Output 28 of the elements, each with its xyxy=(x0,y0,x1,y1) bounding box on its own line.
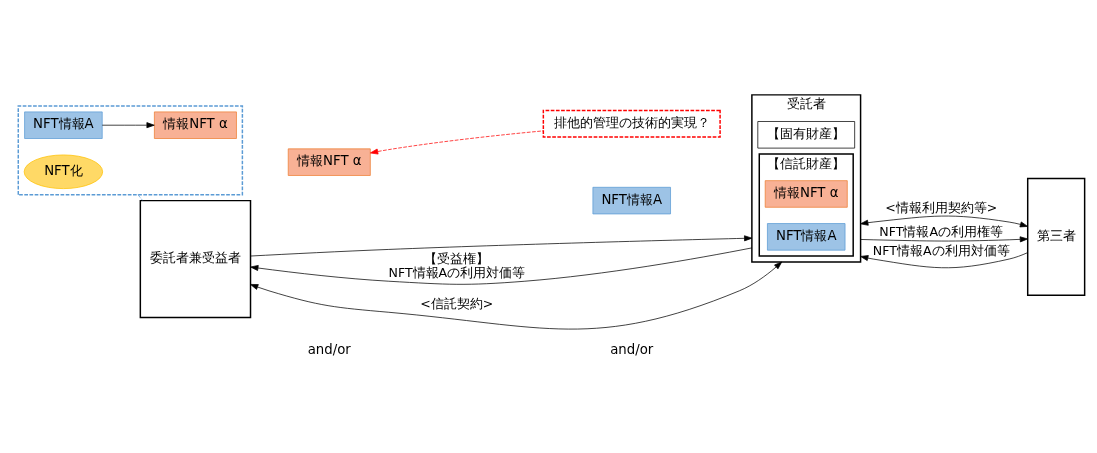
label: and/or xyxy=(307,341,351,357)
arrow xyxy=(250,261,783,330)
node-box: 排他的管理の技術的実現？ xyxy=(542,109,721,138)
arrow xyxy=(860,252,1028,269)
arrow xyxy=(860,236,1028,243)
arrow xyxy=(860,215,1029,228)
node-box: 情報NFT α xyxy=(287,148,371,176)
cluster xyxy=(17,105,244,196)
arrow xyxy=(250,247,753,285)
node-box: 情報NFT α xyxy=(764,180,848,208)
node-box: 【固有財産】 xyxy=(757,121,856,149)
edge-label: <情報利用契約等> xyxy=(885,200,998,216)
node-box: NFT情報A xyxy=(592,186,671,215)
node-box: 第三者 xyxy=(1026,177,1086,296)
node-ellipse: NFT化 xyxy=(23,154,104,189)
node-box: 委託者兼受益者 xyxy=(139,199,252,319)
arrow xyxy=(101,122,155,129)
label: and/or xyxy=(610,341,654,357)
edge-label: NFT情報Aの利用権等 xyxy=(879,223,1004,239)
edge-label: <信託契約> xyxy=(420,296,494,312)
node-box: 情報NFT α xyxy=(154,111,237,139)
edge-label: NFT情報Aの利用対価等 xyxy=(872,243,1010,259)
node-box: NFT情報A xyxy=(767,223,846,251)
edge-label: 【受益権】 NFT情報Aの利用対価等 xyxy=(388,251,526,281)
arrow xyxy=(250,235,753,257)
node-box: NFT情報A xyxy=(24,111,103,139)
arrow xyxy=(370,130,544,155)
connector xyxy=(137,194,143,201)
